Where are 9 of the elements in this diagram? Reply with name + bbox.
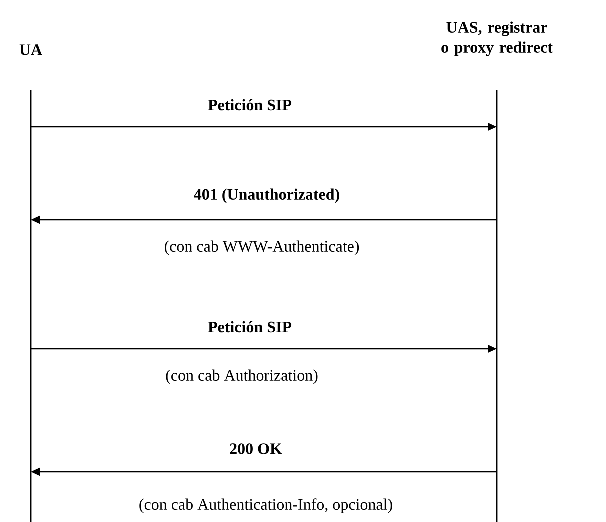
message-label: Petición SIP (207, 320, 293, 334)
header-note: (con cab WWW-Authenticate) (163, 240, 361, 256)
participant-label: UA (20, 44, 42, 56)
message-label: 200 OK (228, 442, 284, 456)
participant-label: UAS, registrar o proxy redirect (442, 22, 553, 56)
message-label: Petición SIP (207, 98, 293, 112)
header-note: (con cab Authorization) (164, 368, 320, 386)
header-note: (con cab Authentication-Info, opcional) (138, 498, 394, 514)
message-label: 401 (Unauthorizated) (192, 188, 342, 204)
